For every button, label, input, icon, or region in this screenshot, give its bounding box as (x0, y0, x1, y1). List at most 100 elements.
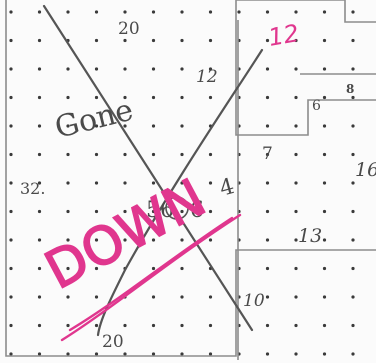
grid-dot (208, 295, 213, 299)
left-room-outline (5, 0, 376, 357)
grid-dot (322, 67, 327, 71)
grid-dot (66, 295, 70, 299)
grid-dot (94, 295, 99, 299)
grid-dot (322, 266, 327, 271)
grid-dot (265, 95, 270, 100)
grid-dot (208, 352, 213, 356)
pink-line-a (60, 213, 242, 342)
grid-dot (180, 209, 184, 214)
grid-dot (151, 323, 156, 328)
grid-dot (322, 209, 327, 214)
grid-dot (265, 152, 270, 157)
grid-dot (151, 10, 156, 14)
grid-dot (94, 124, 99, 128)
grid-dot (208, 152, 213, 157)
grid-dot (66, 352, 70, 356)
grid-dot (294, 38, 298, 43)
grid-dot (94, 352, 99, 356)
grid-dot (123, 38, 127, 43)
grid-dot (123, 67, 127, 71)
grid-dot (294, 295, 298, 299)
grid-dot (351, 181, 355, 185)
room-outline (5, 0, 376, 360)
grid-dot (351, 10, 355, 14)
grid-dot (294, 209, 298, 214)
grid-dot (208, 95, 213, 100)
grid-dot (322, 152, 327, 157)
grid-dot (265, 124, 270, 128)
grid-dot (37, 38, 42, 43)
grid-dot (294, 10, 298, 14)
label-center-56: 56 (146, 198, 174, 223)
grid-dot (66, 181, 70, 185)
grid-dot (37, 181, 42, 185)
grid-dot (265, 295, 270, 299)
grid-dot (208, 209, 213, 214)
label-pink-12: 12 (266, 19, 301, 52)
grid-dot (94, 323, 99, 328)
grid-dot (123, 181, 127, 185)
grid-dot (237, 10, 241, 14)
grid-dot (9, 67, 13, 71)
grid-dot (208, 38, 213, 43)
label-mid-7: 7 (262, 144, 273, 164)
grid-dot (180, 323, 184, 328)
grid-dot (94, 67, 99, 71)
grid-dot (351, 323, 355, 328)
label-mid-12: 12 (196, 67, 218, 87)
grid-dot (151, 266, 156, 271)
label-left-32: 32. (20, 179, 45, 198)
grid-dot (123, 352, 127, 356)
cross-line-a (42, 4, 254, 332)
grid-dot (123, 238, 127, 242)
label-bottom-10: 10 (243, 291, 265, 311)
grid-dot (294, 95, 298, 100)
grid-dot (265, 323, 270, 328)
grid-dot (180, 152, 184, 157)
grid-dot (123, 323, 127, 328)
grid-dot (37, 209, 42, 214)
grid-dot (37, 323, 42, 328)
label-center-4: 4 (217, 174, 237, 202)
grid-dot (294, 124, 298, 128)
grid-dot (37, 295, 42, 299)
grid-dot (180, 181, 184, 185)
grid-dot (151, 181, 156, 185)
grid-dot (123, 124, 127, 128)
pink-strike (60, 213, 242, 342)
grid-dot (208, 323, 213, 328)
grid-dot (265, 266, 270, 271)
label-right-16: 16 (355, 159, 376, 181)
grid-dot (265, 238, 270, 242)
grid-dot (322, 10, 327, 14)
grid-dot (208, 181, 213, 185)
grid-dot (94, 152, 99, 157)
grid-dot (66, 95, 70, 100)
grid-dot (294, 266, 298, 271)
top-right-notch (236, 0, 376, 23)
grid-dot (208, 67, 213, 71)
grid-dot (9, 124, 13, 128)
grid-dot (180, 124, 184, 128)
grid-dot (66, 67, 70, 71)
grid-dot (151, 238, 156, 242)
grid-dot (37, 10, 42, 14)
grid-dot (151, 352, 156, 356)
grid-dot (151, 67, 156, 71)
grid-dot (322, 352, 327, 356)
grid-dot (322, 124, 327, 128)
grid-dot (9, 95, 13, 100)
grid-dot (294, 238, 298, 242)
grid-dot (351, 352, 355, 356)
grid-dot (9, 209, 13, 214)
grid-dot (265, 352, 270, 356)
grid-dot (37, 124, 42, 128)
pink-line-b (68, 216, 234, 332)
label-center-6: 6 (190, 198, 204, 223)
label-top-20: 20 (118, 19, 140, 39)
grid-dot (351, 209, 355, 214)
grid-dot (9, 152, 13, 157)
grid-dot (180, 95, 184, 100)
grid-dot (9, 352, 13, 356)
grid-dot (37, 266, 42, 271)
